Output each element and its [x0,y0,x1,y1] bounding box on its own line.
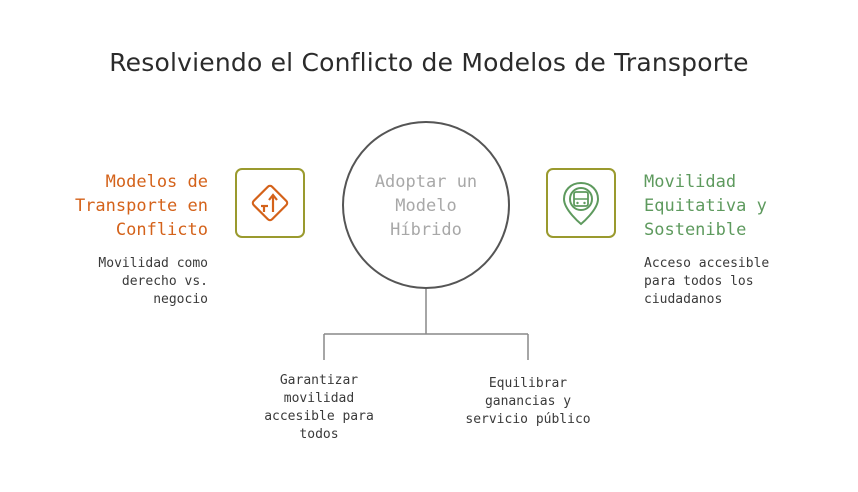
right-heading: Movilidad Equitativa y Sostenible [644,172,767,240]
road-sign-merge-icon [251,184,289,222]
center-circle [342,121,510,289]
left-icon-box [235,168,305,238]
bus-location-pin-icon [562,181,600,226]
right-icon-box [546,168,616,238]
right-description: Acceso accesible para todos los ciudadan… [644,256,770,307]
branch-item-accessible-mobility: Garantizar movilidad accesible para todo… [264,373,374,442]
left-description: Movilidad como derecho vs. negocio [98,256,208,307]
branch-item-balance-profits: Equilibrar ganancias y servicio público [465,376,591,427]
center-label: Adoptar un Modelo Híbrido [374,172,478,240]
diagram-title: Resolviendo el Conflicto de Modelos de T… [109,48,749,77]
left-heading: Modelos de Transporte en Conflicto [74,172,208,240]
